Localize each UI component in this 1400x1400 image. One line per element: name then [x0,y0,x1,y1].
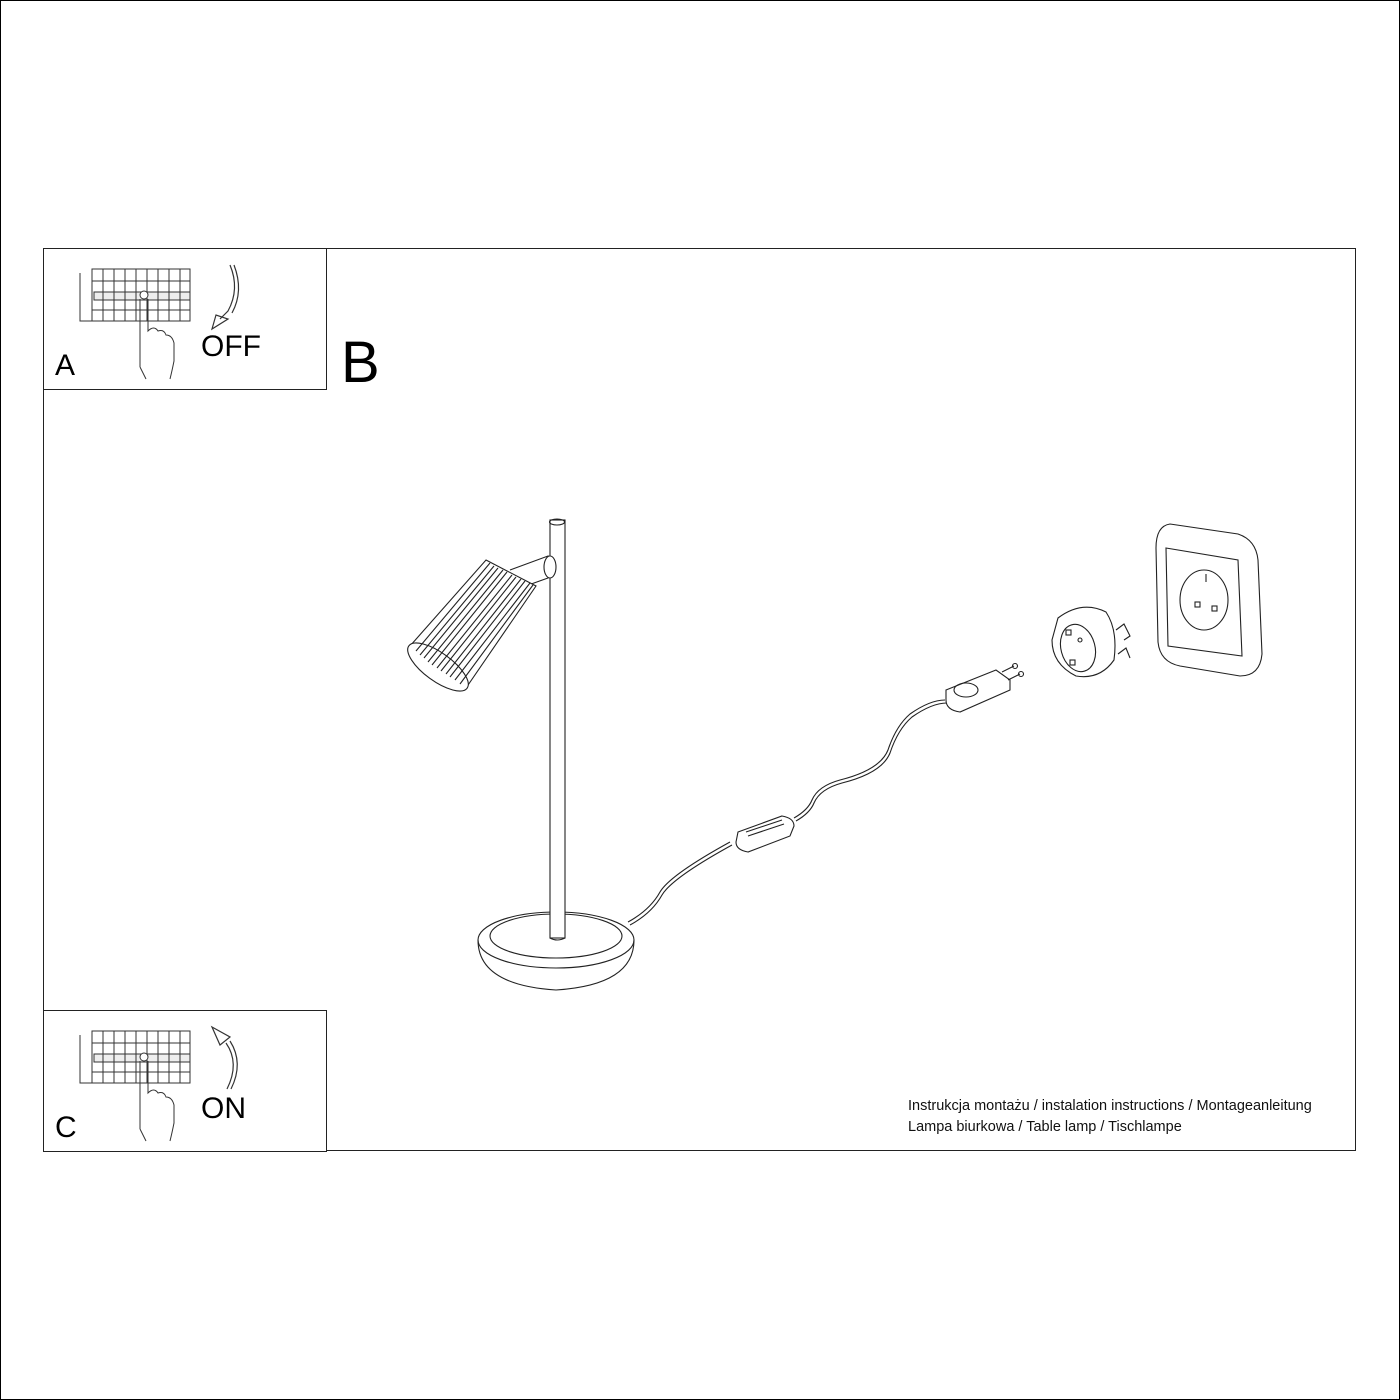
panel-letter: C [55,1111,77,1144]
hand-icon [139,299,175,380]
plug-adapter [1051,606,1131,678]
lamp-pole [548,518,566,941]
document-caption: Instrukcja montażu / instalation instruc… [908,1096,1312,1138]
caption-product-line: Lampa biurkowa / Table lamp / Tischlampe [908,1119,1182,1135]
breaker-on-illustration [79,1025,238,1142]
wall-socket [1155,523,1263,677]
hand-icon [139,1061,175,1142]
breaker-off-illustration [79,264,240,380]
circuit-breaker-icon [79,268,191,322]
power-cable [627,699,948,926]
inline-switch [735,815,795,853]
caption-title-line: Instrukcja montażu / instalation instruc… [908,1098,1312,1114]
panel-letter: A [55,349,76,382]
panel-c-power-on: C ON [43,1010,327,1152]
circuit-breaker-icon [79,1030,191,1084]
lamp-arm [509,555,557,589]
main-frame [43,248,1356,1151]
power-plug [945,662,1025,713]
panel-b-letter: B [341,330,380,395]
panel-a-power-off: A OFF [43,248,327,390]
arrow-down-curved-icon [210,264,240,331]
lamp-shade [407,559,537,692]
power-state-label: OFF [201,330,261,363]
power-state-label: ON [201,1092,246,1125]
arrow-up-curved-icon [210,1025,238,1090]
